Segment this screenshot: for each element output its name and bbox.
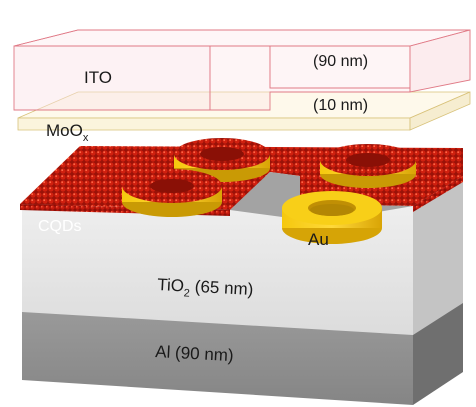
moox-label-sub: x [83, 132, 89, 144]
al-label: Al (90 nm) [155, 342, 234, 365]
tio2-label: TiO2 (65 nm) [157, 275, 254, 303]
ito-thickness-label: (90 nm) [313, 53, 368, 70]
cqd-film-edge-right [413, 176, 463, 212]
au-ring [282, 191, 382, 244]
moox-label-main: MoO [46, 121, 83, 140]
ring-top-right [320, 144, 416, 188]
moox-label: MoOx [46, 121, 89, 144]
ito-label: ITO [84, 68, 112, 87]
ito-side [409, 29, 471, 93]
moox-thickness-label: (10 nm) [313, 97, 368, 114]
tio2-label-main: TiO [157, 275, 185, 295]
moox-layer [17, 91, 471, 131]
au-label: Au [308, 230, 329, 249]
ito-layer [13, 29, 471, 111]
ito-top [13, 29, 471, 47]
ring-left [122, 169, 222, 217]
tio2-label-sub: 2 [183, 287, 190, 299]
moox-side [409, 91, 471, 131]
tio2-label-thickness: (65 nm) [190, 277, 254, 299]
cqd-label: CQDs [38, 218, 82, 235]
ring-top-left [174, 138, 270, 182]
tio2-side-face [413, 176, 463, 335]
